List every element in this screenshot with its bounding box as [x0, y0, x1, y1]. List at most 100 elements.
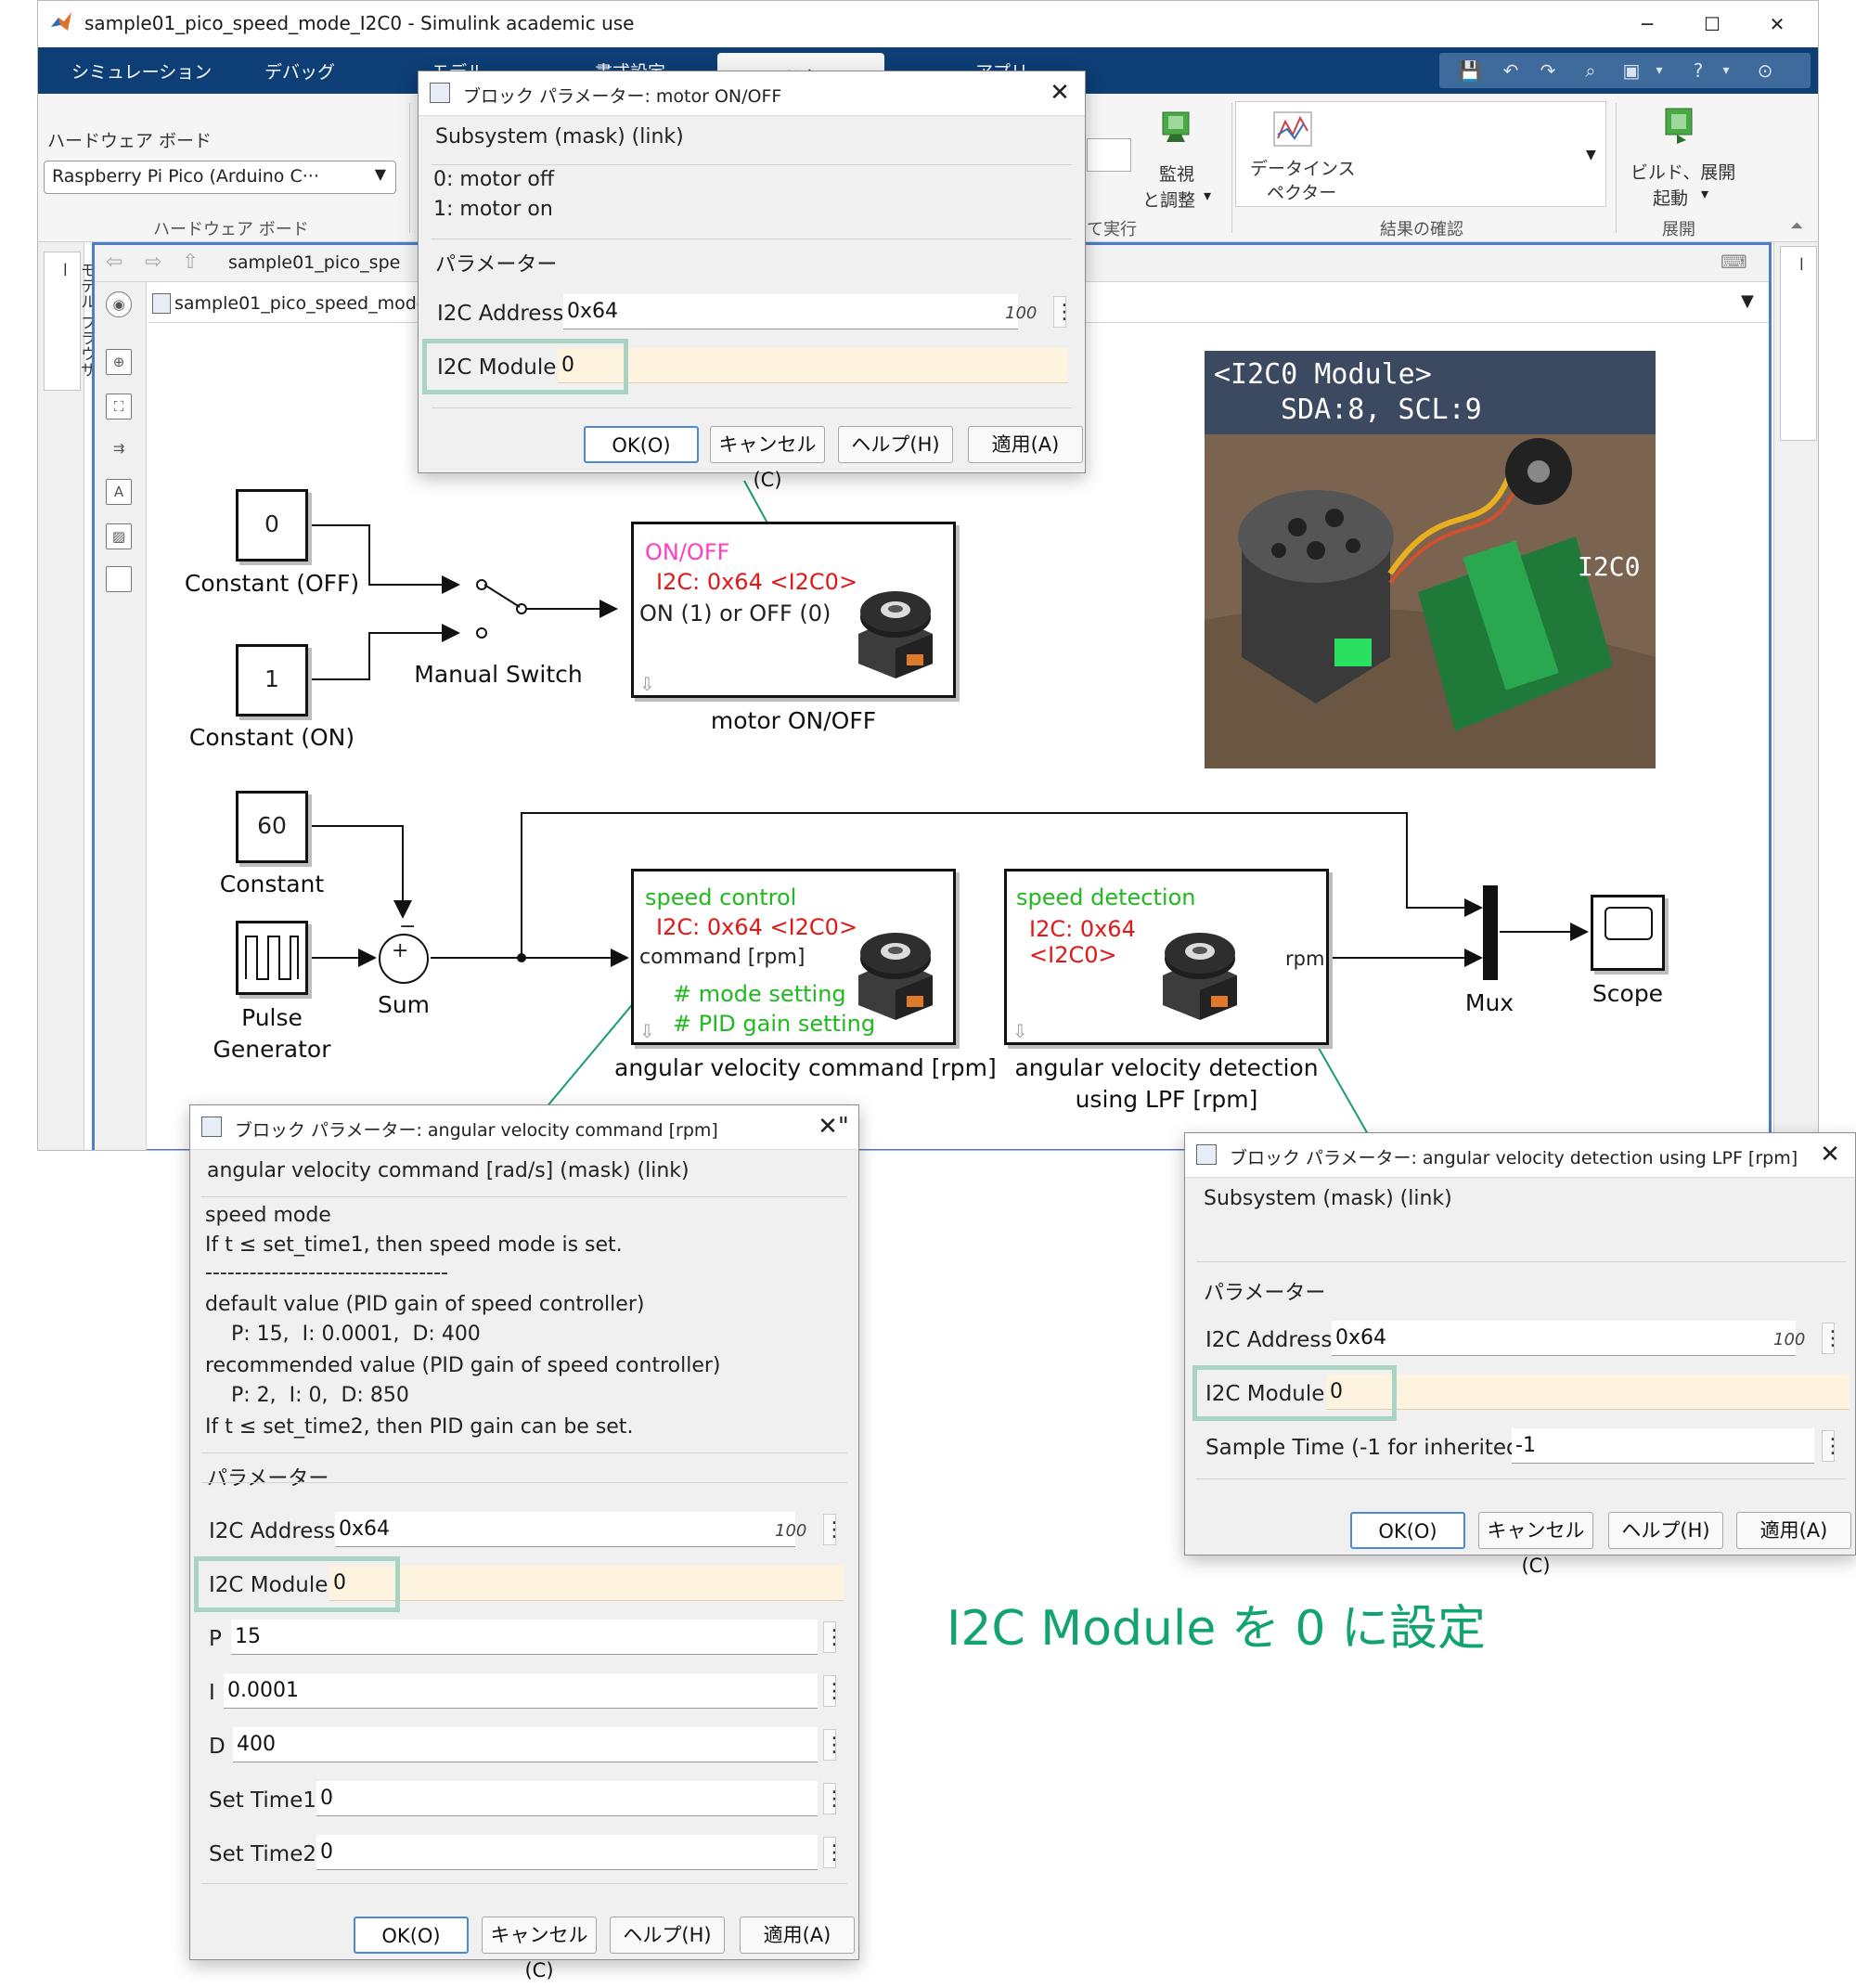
- ok-button[interactable]: OK(O): [584, 426, 699, 463]
- i2c-module-input[interactable]: 0: [558, 348, 1068, 383]
- monitor-tune-label-1[interactable]: 監視: [1159, 164, 1195, 185]
- more-options-icon[interactable]: ⋮: [1053, 296, 1075, 328]
- constant-off-block[interactable]: 0: [236, 489, 308, 562]
- stop-time-field[interactable]: [1087, 138, 1131, 172]
- tab-simulation[interactable]: シミュレーション: [71, 62, 213, 83]
- tab-debug[interactable]: デバッグ: [264, 62, 336, 83]
- undo-icon[interactable]: ↶: [1502, 59, 1519, 82]
- hw-board-dropdown[interactable]: Raspberry Pi Pico (Arduino C··· ▼: [44, 161, 396, 194]
- chevron-down-icon[interactable]: ▼: [1741, 291, 1754, 311]
- build-deploy-label-2[interactable]: 起動: [1653, 188, 1689, 209]
- collapse-ribbon-icon[interactable]: ⏶: [1790, 216, 1804, 236]
- up-icon[interactable]: ⇧: [182, 251, 200, 274]
- more-options-icon[interactable]: ⋮: [1822, 1430, 1843, 1462]
- ok-button[interactable]: OK(O): [354, 1917, 469, 1954]
- build-deploy-icon[interactable]: [1658, 103, 1699, 144]
- data-inspector-label-2[interactable]: ペクター: [1267, 183, 1337, 203]
- window-layout-icon[interactable]: ▣: [1622, 59, 1641, 82]
- desc-line-4: default value (PID gain of speed control…: [205, 1293, 645, 1316]
- zoom-in-icon[interactable]: ⊕: [106, 349, 132, 375]
- hide-explorer-icon[interactable]: ◉: [106, 291, 132, 317]
- fit-to-view-icon[interactable]: ⛶: [106, 394, 132, 420]
- data-inspector-label-1[interactable]: データインス: [1250, 159, 1356, 179]
- maximize-button[interactable]: ☐: [1704, 13, 1721, 35]
- i-input[interactable]: 0.0001: [224, 1673, 818, 1709]
- more-options-icon[interactable]: ⋮: [823, 1783, 844, 1814]
- help-button[interactable]: ヘルプ(H): [838, 426, 953, 463]
- speed-control-port: command [rpm]: [639, 946, 806, 969]
- breadcrumb[interactable]: sample01_pico_spe: [228, 252, 401, 273]
- image-icon[interactable]: ▨: [106, 523, 132, 549]
- chevron-down-icon[interactable]: ▾: [1701, 185, 1709, 202]
- constant-on-block[interactable]: 1: [236, 644, 308, 716]
- gallery-expand-icon[interactable]: ▼: [1586, 148, 1596, 162]
- forward-icon[interactable]: ⇨: [145, 251, 162, 274]
- more-options-icon[interactable]: ⋮: [823, 1514, 844, 1545]
- set-time2-input[interactable]: 0: [316, 1835, 818, 1870]
- motor-onoff-block[interactable]: ON/OFF I2C: 0x64 <I2C0> ON (1) or OFF (0…: [631, 522, 956, 698]
- constant-on-label: Constant (ON): [188, 724, 355, 751]
- build-deploy-label-1[interactable]: ビルド、展開: [1630, 162, 1736, 183]
- more-options-icon[interactable]: ⋮: [1822, 1323, 1843, 1354]
- expand-icon[interactable]: ⊙: [1757, 59, 1773, 82]
- apply-button[interactable]: 適用(A): [740, 1917, 855, 1954]
- redo-icon[interactable]: ↷: [1540, 59, 1556, 82]
- more-options-icon[interactable]: ⋮: [823, 1837, 844, 1868]
- cancel-button[interactable]: キャンセル(C): [710, 426, 825, 491]
- close-icon[interactable]: ✕: [1050, 79, 1070, 107]
- apply-button[interactable]: 適用(A): [1736, 1512, 1851, 1549]
- scope-block[interactable]: [1591, 895, 1665, 971]
- apply-button[interactable]: 適用(A): [968, 426, 1083, 463]
- constant-60-block[interactable]: 60: [236, 791, 308, 863]
- i2c-module-input[interactable]: 0: [1326, 1375, 1850, 1410]
- back-icon[interactable]: ⇦: [106, 251, 123, 274]
- annotation-icon[interactable]: A: [106, 479, 132, 505]
- route-lines-icon[interactable]: ⇉: [112, 440, 125, 457]
- sum-block[interactable]: + −: [379, 915, 429, 984]
- motor-icon: [858, 591, 933, 678]
- search-icon[interactable]: ⌕: [1585, 59, 1596, 82]
- motor-icon: [1163, 933, 1237, 1020]
- chevron-down-icon[interactable]: ▾: [1656, 63, 1663, 78]
- pulse-generator-block[interactable]: [236, 921, 308, 995]
- i2c-address-input[interactable]: 0x64: [1332, 1321, 1796, 1356]
- more-options-icon[interactable]: ⋮: [823, 1675, 844, 1707]
- sample-time-input[interactable]: -1: [1512, 1428, 1814, 1464]
- i2c-address-input[interactable]: 0x64: [563, 294, 1018, 329]
- chevron-down-icon[interactable]: ▾: [1204, 187, 1212, 204]
- set-time1-input[interactable]: 0: [316, 1781, 818, 1816]
- chevron-down-icon[interactable]: ▾: [1722, 63, 1730, 78]
- i2c-address-input[interactable]: 0x64: [335, 1512, 795, 1547]
- help-button[interactable]: ヘルプ(H): [610, 1917, 725, 1954]
- separator: [1196, 1261, 1846, 1262]
- d-input[interactable]: 400: [233, 1727, 818, 1762]
- help-button[interactable]: ヘルプ(H): [1608, 1512, 1723, 1549]
- area-icon[interactable]: [106, 566, 132, 592]
- data-inspector-icon[interactable]: [1272, 110, 1313, 148]
- plus-sign: +: [392, 939, 409, 962]
- more-options-icon[interactable]: ⋮: [823, 1729, 844, 1761]
- model-path[interactable]: sample01_pico_speed_mode: [174, 293, 428, 314]
- speed-control-block[interactable]: speed control I2C: 0x64 <I2C0> command […: [631, 869, 956, 1045]
- speed-detection-block[interactable]: speed detection I2C: 0x64 <I2C0> rpm ⇩: [1004, 869, 1329, 1045]
- ok-button[interactable]: OK(O): [1350, 1512, 1465, 1549]
- close-icon[interactable]: ✕: [1820, 1141, 1840, 1168]
- close-button[interactable]: ✕: [1769, 13, 1785, 35]
- help-icon[interactable]: ?: [1693, 59, 1704, 82]
- p-input[interactable]: 15: [231, 1620, 818, 1655]
- caption-note: I2C Module を 0 に設定: [947, 1601, 1487, 1657]
- minimize-button[interactable]: ─: [1641, 13, 1654, 35]
- cancel-button[interactable]: キャンセル(C): [1478, 1512, 1593, 1577]
- monitor-tune-icon[interactable]: [1157, 107, 1194, 144]
- keyboard-icon[interactable]: ⌨: [1721, 251, 1747, 273]
- i2c-module-input[interactable]: 0: [329, 1566, 844, 1601]
- monitor-tune-label-2[interactable]: と調整: [1142, 190, 1196, 211]
- close-icon[interactable]: ✕": [818, 1113, 849, 1141]
- mux-block[interactable]: [1483, 885, 1498, 980]
- model-browser-tab[interactable]: モデル ブラウザー: [44, 252, 96, 391]
- desc-line-8: If t ≤ set_time2, then PID gain can be s…: [205, 1415, 634, 1439]
- cancel-button[interactable]: キャンセル(C): [482, 1917, 597, 1982]
- save-icon[interactable]: 💾: [1458, 59, 1482, 82]
- more-options-icon[interactable]: ⋮: [823, 1621, 844, 1653]
